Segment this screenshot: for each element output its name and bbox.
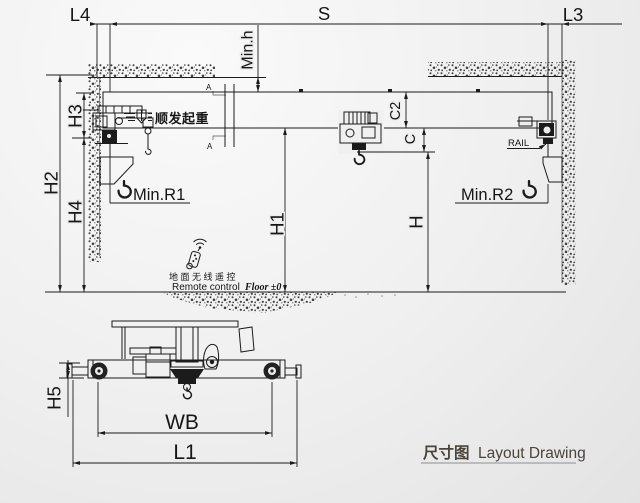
dim-H1: H1	[267, 212, 288, 236]
right-end-carriage	[517, 116, 557, 157]
bridge-girder	[102, 89, 553, 129]
dim-L3: L3	[563, 4, 584, 25]
dim-H3: H3	[65, 104, 86, 128]
ceiling-hatch-right	[428, 62, 568, 76]
dim-C2: C2	[388, 102, 404, 121]
remote-control: 地面无线遥控 Remote control	[169, 238, 240, 293]
crane-end-view: H5 WB L1	[42, 320, 302, 467]
dim-L1: L1	[173, 441, 196, 464]
dim-H2: H2	[41, 171, 62, 195]
remote-label-en: Remote control	[172, 282, 240, 293]
floor-label: Floor ±0	[244, 282, 281, 293]
right-corbel	[542, 156, 563, 183]
section-mark-top: A	[206, 83, 212, 92]
dim-Min-R1: Min.R1	[133, 186, 185, 204]
section-marks: A A	[206, 83, 235, 151]
crane-main-view: 顺发起重 A A	[80, 83, 557, 166]
dim-Min-R2: Min.R2	[461, 186, 513, 204]
remote-handset-icon	[186, 248, 201, 270]
left-corbel	[99, 156, 134, 185]
brand-name: 顺发起重	[155, 111, 209, 126]
dim-H5: H5	[44, 386, 65, 410]
floor-mound	[162, 292, 340, 313]
dim-H4: H4	[65, 200, 86, 224]
left-end-carriage	[80, 105, 154, 157]
dim-S: S	[318, 3, 330, 24]
hoist-trolley	[338, 110, 384, 166]
dim-C: C	[403, 134, 419, 144]
dim-WB: WB	[165, 411, 199, 434]
drawing-title: 尺寸图 Layout Drawing	[421, 443, 586, 464]
right-wall-hatch	[562, 60, 576, 285]
min-r2-hook-icon	[522, 179, 537, 199]
left-wall-hatch	[88, 64, 101, 262]
rail-label: RAIL	[508, 138, 529, 149]
right-wheel	[263, 362, 281, 380]
remote-label-zh: 地面无线遥控	[169, 271, 238, 282]
section-mark-bottom: A	[207, 142, 213, 151]
dimension-annotations: L4 S L3 Min.h H2 H3 H4 H1 C2 C H	[39, 3, 622, 293]
signal-waves-icon	[193, 238, 207, 249]
title-zh: 尺寸图	[423, 443, 470, 462]
floor-dots	[344, 293, 396, 298]
brand-wings-icon	[124, 109, 152, 124]
rail-block	[543, 138, 553, 144]
dim-L4: L4	[70, 4, 91, 25]
end-truck-hook-icon	[145, 146, 152, 155]
dim-H: H	[406, 215, 427, 228]
dim-Min-h: Min.h	[240, 30, 257, 69]
title-en: Layout Drawing	[478, 445, 586, 462]
ceiling-hatch-left	[88, 64, 215, 77]
left-wheel	[90, 362, 108, 380]
min-r1-hook-icon	[117, 179, 132, 199]
